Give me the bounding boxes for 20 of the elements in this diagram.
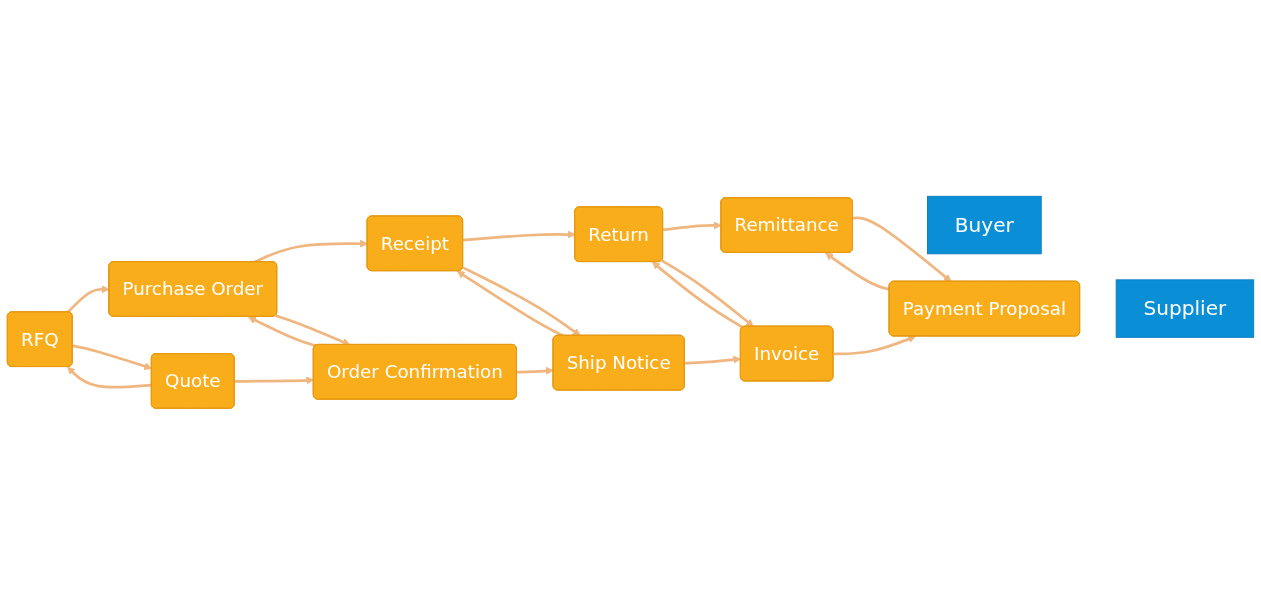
arrow: [833, 334, 916, 356]
arrow: [652, 261, 744, 329]
arrow: [456, 270, 564, 337]
node-box: Buyer: [927, 195, 1042, 254]
arrow: [275, 314, 351, 346]
arrow: [684, 355, 742, 365]
arrow: [661, 259, 754, 327]
arrow: [662, 221, 722, 231]
arrow: [516, 366, 554, 375]
arrow: [463, 230, 576, 242]
arrow: [234, 376, 315, 385]
arrow: [462, 266, 581, 336]
arrow: [67, 366, 152, 389]
arrow: [825, 252, 890, 291]
node-box: Supplier: [1115, 279, 1255, 338]
arrow: [852, 216, 952, 282]
arrow: [72, 344, 153, 370]
arrow: [66, 284, 110, 313]
arrow: [247, 316, 317, 347]
arrow: [254, 239, 368, 263]
